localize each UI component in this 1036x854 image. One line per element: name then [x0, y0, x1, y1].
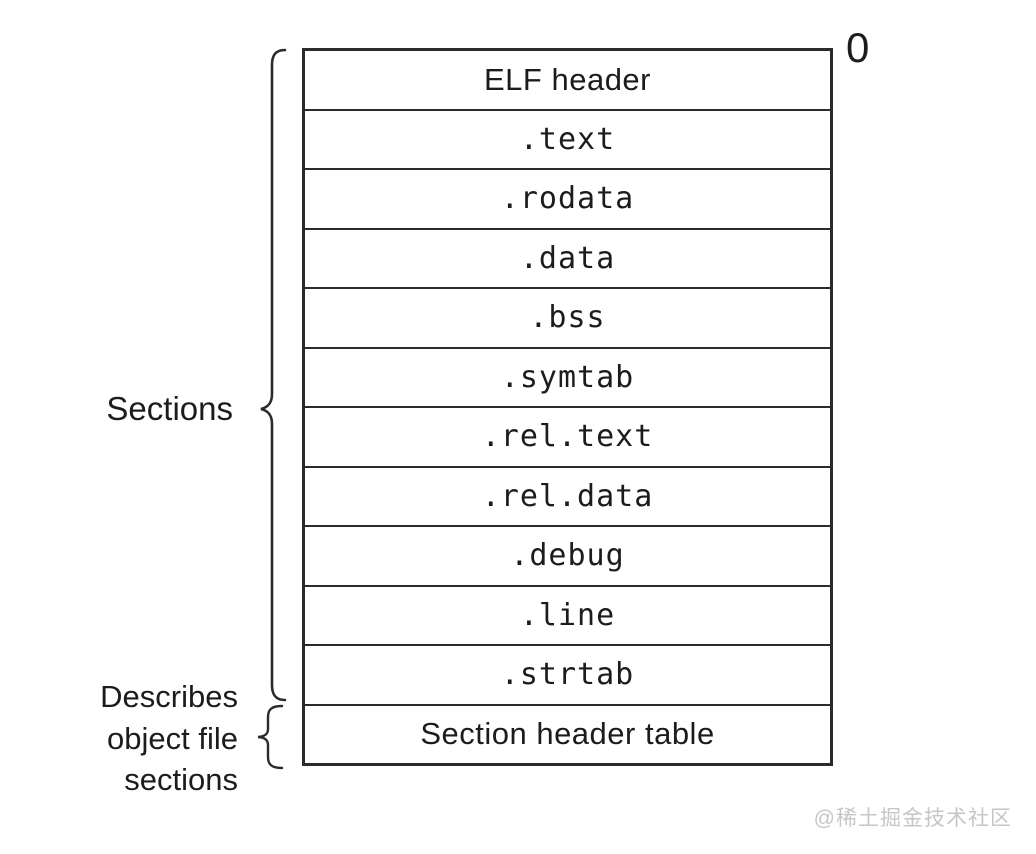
elf-file-box: ELF header .text .rodata .data .bss .sym… [302, 48, 833, 766]
sections-label: Sections [106, 390, 233, 427]
describes-label-line-1: Describes [100, 679, 238, 714]
offset-zero-label: 0 [846, 24, 870, 71]
row-rodata-section: .rodata [305, 170, 830, 230]
sections-brace-icon [259, 48, 287, 702]
row-strtab-section: .strtab [305, 646, 830, 706]
watermark: @稀土掘金技术社区 [813, 807, 1012, 830]
row-line-section: .line [305, 587, 830, 646]
row-rel-text-section: .rel.text [305, 408, 830, 468]
row-data-section: .data [305, 230, 830, 289]
row-bss-section: .bss [305, 289, 830, 349]
row-text-section: .text [305, 111, 830, 170]
describes-label-line-3: sections [124, 762, 238, 797]
describes-brace-icon [256, 704, 284, 770]
row-debug-section: .debug [305, 527, 830, 587]
row-section-header-table: Section header table [420, 716, 715, 752]
describes-label: Describes object file sections [38, 676, 238, 801]
describes-label-line-2: object file [107, 720, 238, 756]
row-symtab-section: .symtab [305, 349, 830, 408]
row-elf-header: ELF header [305, 51, 830, 111]
row-rel-data-section: .rel.data [305, 468, 830, 527]
